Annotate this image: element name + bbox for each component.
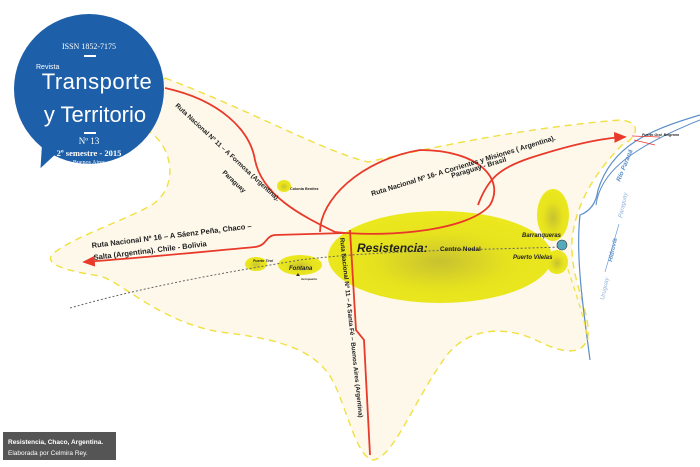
label-puerto-vilelas: Puerto Vilelas: [513, 255, 553, 261]
journal-title-1: Transporte: [41, 69, 153, 94]
label-aeropuerto: Aeropuerto: [301, 277, 317, 281]
label-puerto-belgrano: Puerto Gral. Belgrano: [642, 133, 680, 137]
road-r16-west: [82, 232, 346, 267]
label-fontana: Fontana: [289, 266, 313, 272]
river-secondary: [595, 119, 700, 206]
divider: [84, 132, 96, 134]
caption-credit: Elaborada por Celmira Rey.: [8, 450, 88, 457]
port-gral-belgrano-marker: [631, 135, 661, 146]
label-colonia-benitez: Colonia Benítez: [290, 187, 319, 191]
hidrovia-arrows: [604, 223, 620, 273]
river-parana: [578, 114, 700, 361]
issn: ISSN 1852-7175: [61, 42, 116, 51]
journal-kicker: Revista: [36, 64, 60, 71]
label-resistencia: Resistencia:: [357, 241, 428, 255]
road-r16-east: [477, 132, 627, 206]
divider: [84, 55, 96, 57]
road-r11-north: [164, 87, 336, 233]
caption-title: Resistencia, Chaco, Argentina.: [8, 439, 104, 446]
airport-icon: [296, 273, 300, 276]
figure-caption: Resistencia, Chaco, Argentina. Elaborada…: [3, 432, 116, 460]
railway-line: [69, 246, 561, 309]
road-ring: [319, 149, 496, 235]
label-paraguay: Paraguay: [618, 191, 629, 218]
label-hidrovia: Hidrovía: [608, 237, 619, 262]
issue-number: Nº 13: [78, 136, 100, 146]
journal-title-2: y Territorio: [43, 102, 147, 127]
city: Buenos Aires: [72, 160, 106, 166]
label-uruguay: Uruguay: [600, 276, 611, 300]
semester: 2º semestre - 2015: [56, 148, 122, 158]
roads: [82, 87, 627, 456]
journal-badge: ISSN 1852-7175 Revista Transporte y Terr…: [14, 14, 164, 166]
port-icon: [556, 239, 568, 251]
connector-dashed: [561, 251, 589, 341]
road-r11-south: [349, 229, 371, 456]
label-centro-nodal: Centro Nodal: [440, 246, 481, 253]
label-puerto-tirol: Puerto Tirol: [253, 259, 274, 263]
label-barranqueras: Barranqueras: [522, 233, 562, 239]
